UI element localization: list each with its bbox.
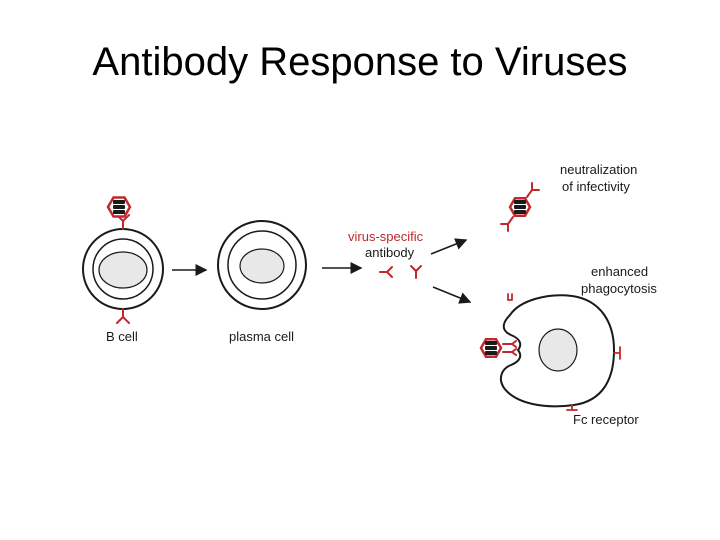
- arrow-to-neutralization: [430, 238, 468, 255]
- phagocytosis-label: enhanced: [591, 264, 648, 279]
- fc-receptor-label: Fc receptor: [573, 412, 639, 427]
- slide-title: Antibody Response to Viruses: [92, 40, 628, 84]
- b-cell: [82, 228, 164, 310]
- bound-antibody-icon: [502, 340, 517, 356]
- virus-specific-label: virus-specific: [348, 229, 424, 244]
- neutralizing-antibody-icon: [500, 182, 540, 232]
- virus-icon: [106, 196, 132, 218]
- phagocytosis-label-2: phagocytosis: [581, 281, 657, 296]
- arrow-to-phagocytosis: [432, 286, 472, 304]
- neutralization-label: neutralization: [560, 162, 637, 177]
- phagocyte: [499, 294, 616, 408]
- plasma-cell-label: plasma cell: [229, 329, 294, 344]
- neutralization-label-2: of infectivity: [562, 179, 630, 194]
- free-antibody-icon: [379, 265, 422, 279]
- b-cell-label: B cell: [106, 329, 138, 344]
- opsonized-virus-icon: [479, 338, 503, 358]
- plasma-cell: [217, 220, 307, 310]
- antibody-label: antibody: [365, 245, 415, 260]
- b-cell-receptor-bottom-icon: [116, 308, 130, 324]
- fc-receptor-icon: [507, 293, 621, 411]
- neutralized-virus-icon: [508, 197, 532, 217]
